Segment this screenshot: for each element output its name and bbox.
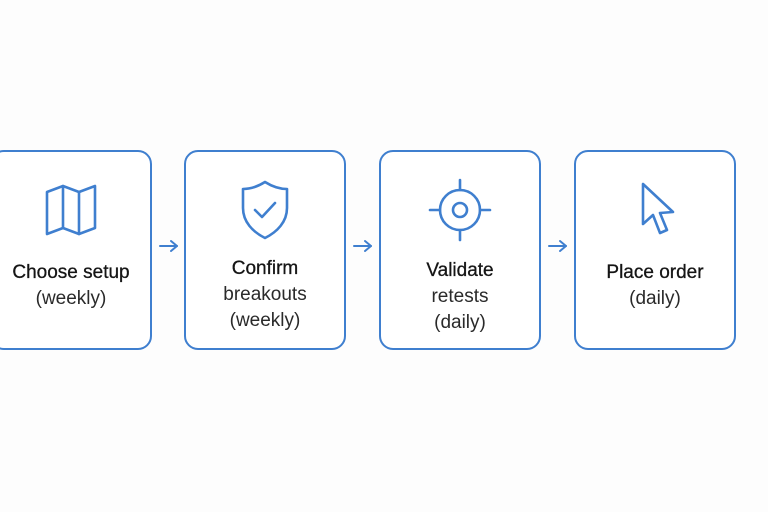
arrow-right-icon — [158, 238, 180, 254]
step-detail: (daily) — [434, 312, 486, 333]
step-detail: breakouts — [223, 284, 307, 305]
step-detail: (weekly) — [229, 310, 301, 331]
step-detail: (weekly) — [35, 288, 107, 309]
step-validate-retests: Validate retests (daily) — [379, 150, 541, 350]
step-choose-setup: Choose setup (weekly) — [0, 150, 152, 350]
step-title: Place order — [606, 262, 704, 283]
step-title: Confirm — [231, 258, 299, 279]
map-icon — [39, 178, 103, 242]
step-confirm-breakouts: Confirm breakouts (weekly) — [184, 150, 346, 350]
step-place-order: Place order (daily) — [574, 150, 736, 350]
arrow-right-icon — [352, 238, 374, 254]
arrow-right-icon — [547, 238, 569, 254]
step-title: Validate — [426, 260, 494, 281]
step-detail: (daily) — [629, 288, 681, 309]
cursor-icon — [623, 178, 687, 242]
step-title: Choose setup — [12, 262, 130, 283]
crosshair-icon — [428, 178, 492, 242]
shield-check-icon — [233, 178, 297, 242]
step-detail: retests — [431, 286, 489, 307]
